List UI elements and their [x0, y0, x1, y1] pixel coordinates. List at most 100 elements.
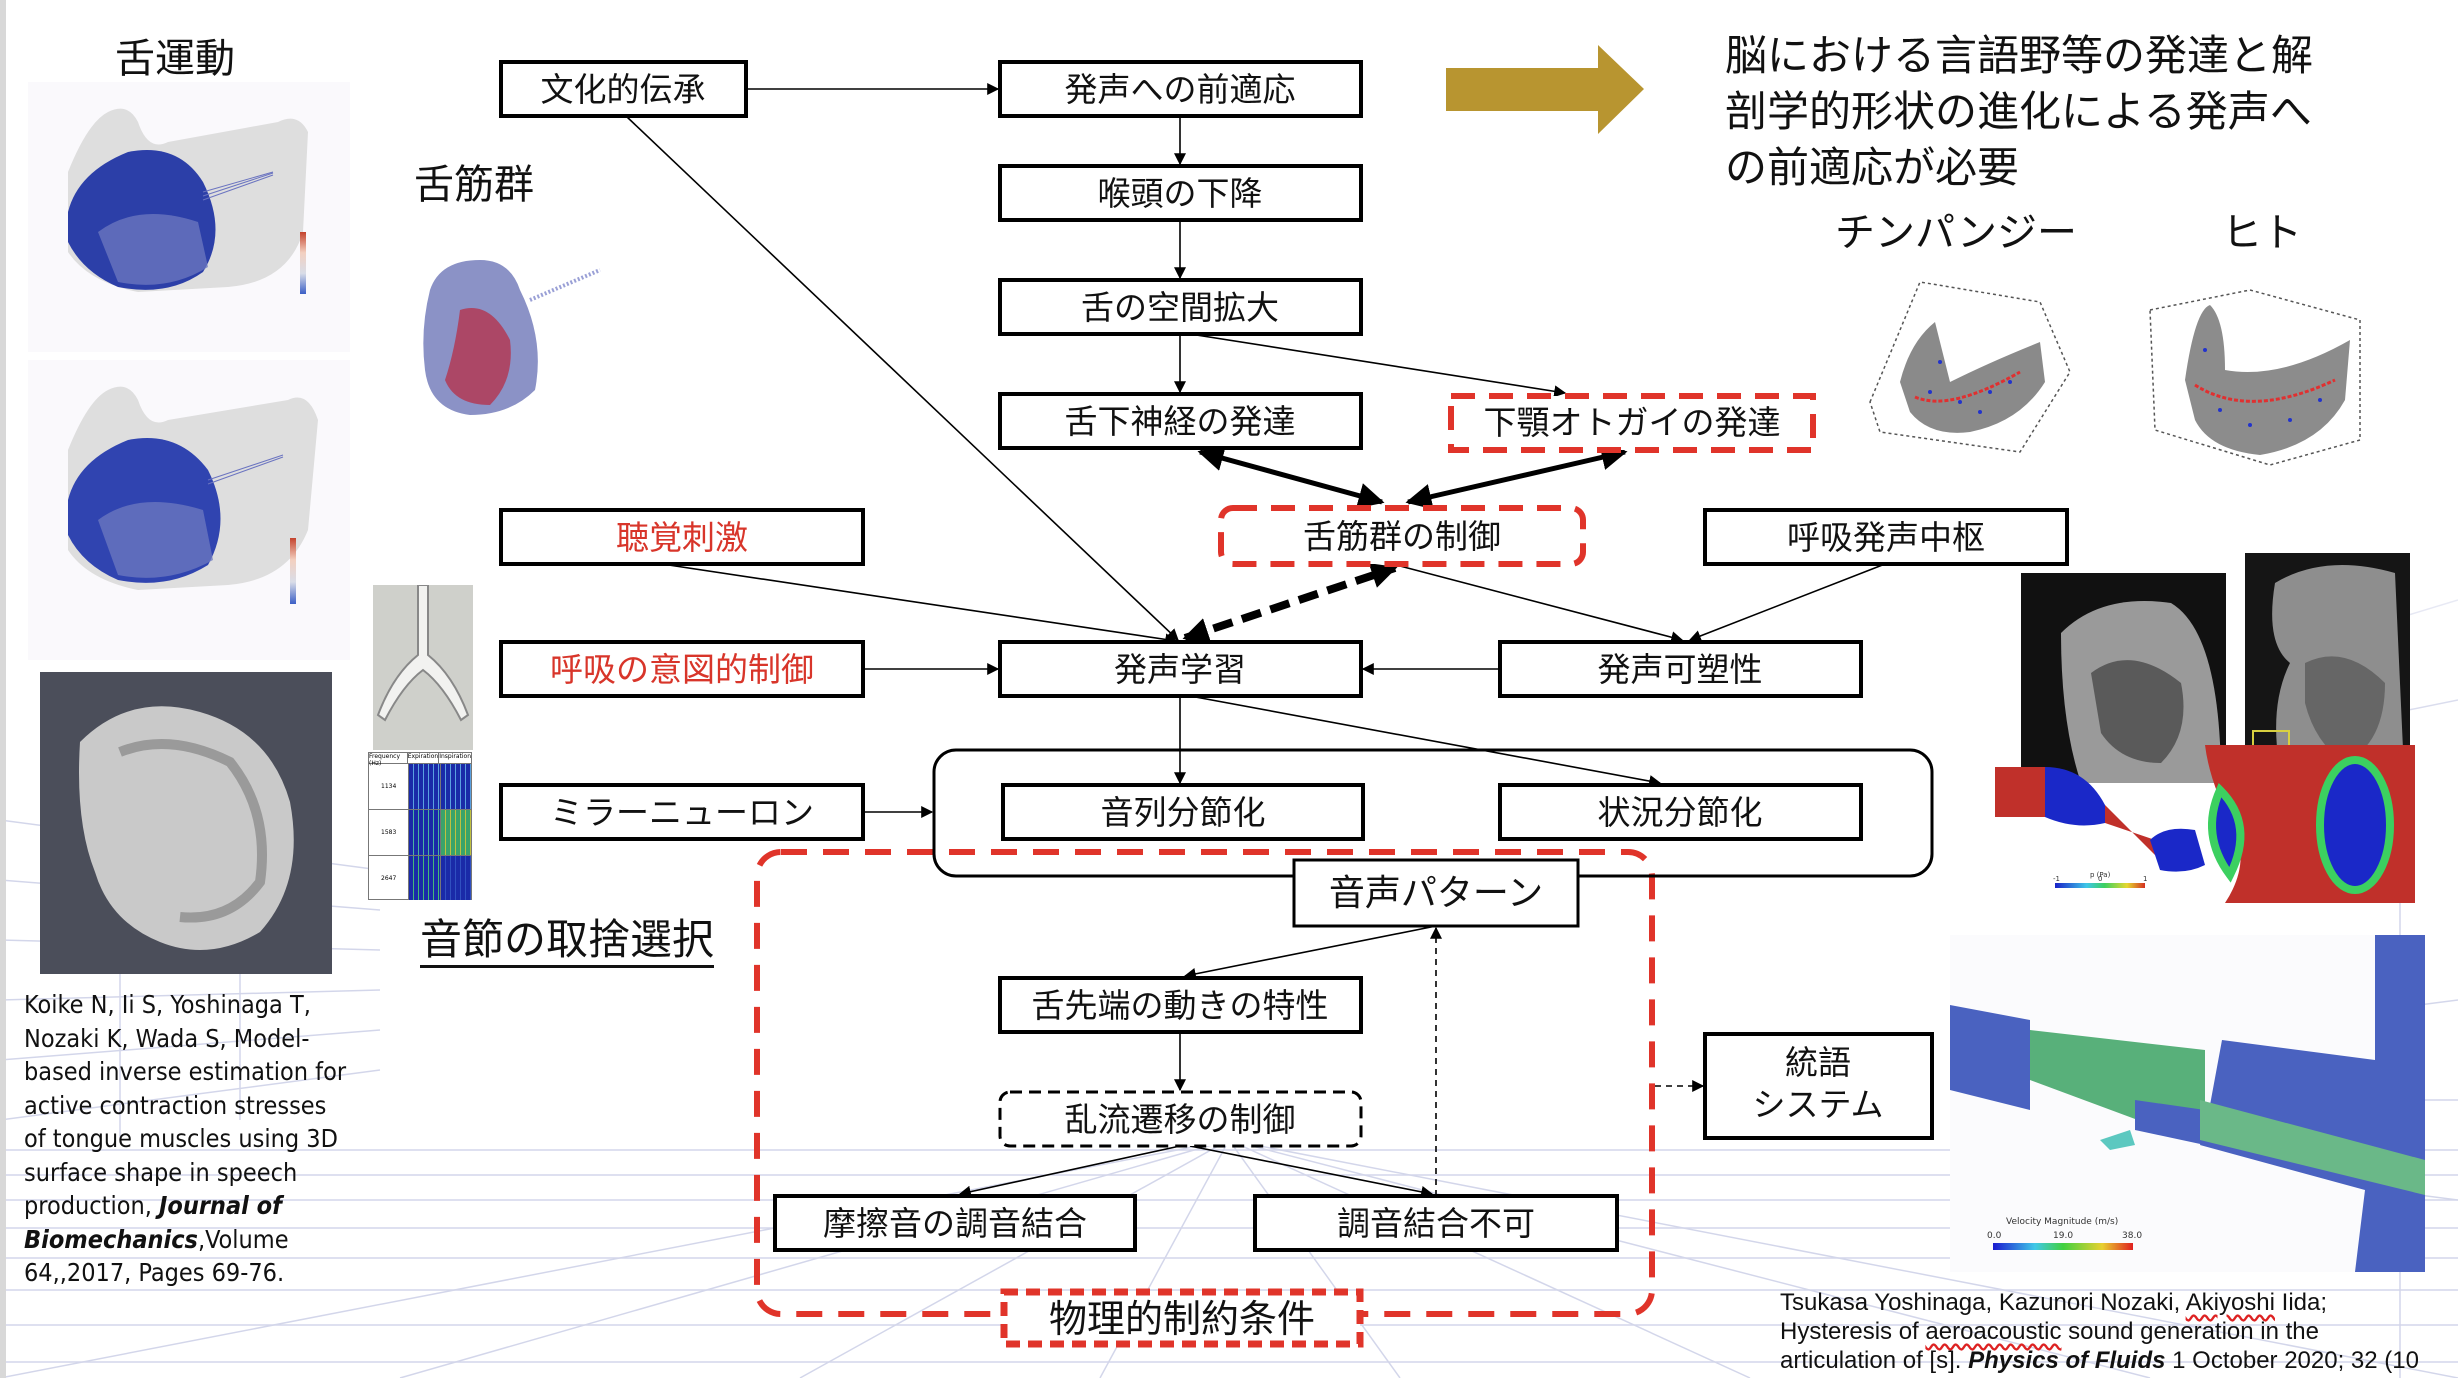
velocity-legend-title: Velocity Magnitude (m/s) [2006, 1217, 2118, 1227]
reference-right-authors: Tsukasa Yoshinaga, Kazunori Nozaki, [1780, 1289, 2186, 1316]
reference-right-journal: Physics of Fluids [1968, 1347, 2166, 1374]
heatmap-cell [409, 810, 441, 855]
chimpanzee-label: チンパンジー [1835, 210, 2077, 256]
table-cell-frequency: 1583 [369, 810, 410, 855]
edge-voicepattern-tipmotion [1183, 925, 1437, 980]
node-chin-box [1448, 393, 1816, 453]
chimpanzee-jaw-image [1840, 262, 2080, 462]
node-plasticity-label: 発声可塑性 [1598, 650, 1763, 689]
pressure-legend-mid: 0 [2098, 875, 2102, 883]
table-row: 1134 [369, 764, 471, 810]
edge-turbulence-fricative [958, 1145, 1181, 1198]
node-preadapt-box [998, 60, 1363, 118]
edge-hypoglossal-tonguectrl [1197, 445, 1385, 509]
reference-right-line-1: Tsukasa Yoshinaga, Kazunori Nozaki, Akiy… [1780, 1288, 2419, 1317]
node-cultural-box [499, 60, 748, 118]
node-seqseg-label: 音列分節化 [1101, 793, 1266, 832]
heatmap-cell [440, 810, 471, 855]
pressure-legend-title: p (Pa) [2090, 871, 2111, 879]
node-preadapt-label: 発声への前適応 [1065, 70, 1296, 109]
node-nocoart-box [1253, 1194, 1619, 1252]
reference-left-journal: Journal of Biomechanics [24, 1191, 282, 1254]
edge-chin-tonguectrl [1405, 444, 1628, 510]
human-label: ヒト [2222, 210, 2302, 256]
node-nocoart-label: 調音結合不可 [1337, 1204, 1535, 1243]
node-voicepattern-box [1292, 858, 1580, 928]
velocity-legend-min: 0.0 [1987, 1231, 2002, 1241]
reference-right-authors-tail: Iida; [2274, 1289, 2328, 1316]
velocity-simulation-image: Velocity Magnitude (m/s) 0.0 19.0 38.0 [1950, 935, 2425, 1272]
table-row: 2647 [369, 856, 471, 900]
heatmap-cell [440, 764, 471, 809]
reference-right-author-spellcheck: Akiyoshi [2185, 1289, 2275, 1316]
right-heading-line-2: 剖学的形状の進化による発声へ [1725, 87, 2312, 136]
edge-turbulence-nocoart [1189, 1145, 1434, 1198]
node-auditory-label: 聴覚刺激 [616, 518, 748, 557]
node-syntax-label-line2: システム [1752, 1085, 1883, 1124]
reference-right-line-2: Hysteresis of aeroacoustic sound generat… [1780, 1317, 2419, 1346]
node-turbulence-label: 乱流遷移の制御 [1065, 1100, 1296, 1139]
pressure-legend-min: -1 [2053, 875, 2060, 883]
node-respintent-label: 呼吸の意図的制御 [550, 650, 814, 689]
gold-right-arrow-icon [1446, 45, 1644, 134]
right-heading-line-1: 脳における言語野等の発達と解 [1725, 31, 2314, 80]
velocity-legend-max: 38.0 [2122, 1231, 2142, 1241]
node-tipmotion-box [998, 976, 1363, 1034]
table-cell-frequency: 1134 [369, 764, 410, 809]
tongue-fem-image-2 [28, 360, 350, 660]
node-tonguectrl-box [1218, 505, 1586, 567]
mri-image-1 [2021, 573, 2226, 783]
edge-auditory-vocallearning [661, 563, 1178, 646]
node-tipmotion-label: 舌先端の動きの特性 [1032, 986, 1329, 1025]
node-seqseg-box [1001, 783, 1365, 841]
node-tonguectrl-label: 舌筋群の制御 [1303, 517, 1501, 556]
node-larynx-label: 喉頭の下降 [1098, 174, 1263, 213]
right-heading: 脳における言語野等の発達と解 剖学的形状の進化による発声へ の前適応が必要 [1725, 28, 2445, 196]
reference-left: Koike N, Ii S, Yoshinaga T, Nozaki K, Wa… [24, 988, 354, 1290]
fem-colorbar-1 [300, 232, 306, 294]
edge-respcenter-plasticity [1688, 563, 1886, 642]
node-larynx-box [998, 164, 1363, 222]
physical-constraint-region [754, 849, 1655, 1317]
node-vocallearning-label: 発声学習 [1114, 650, 1246, 689]
node-vocallearning-box [998, 640, 1363, 698]
reference-right-title-spellcheck: aeroacoustic [1925, 1318, 2062, 1345]
table-header-expiration: Expiration [408, 753, 440, 763]
node-fricative-box [773, 1194, 1137, 1252]
reference-right-title-end: articulation of [s]. [1780, 1347, 1969, 1374]
human-jaw-image [2130, 270, 2380, 470]
node-hypoglossal-label: 舌下神経の発達 [1065, 402, 1296, 441]
node-hypoglossal-box [998, 392, 1363, 450]
table-header-inspiration: Inspiration [439, 753, 471, 760]
syllable-selection-label: 音節の取捨選択 [420, 915, 715, 968]
heatmap-cell [409, 856, 441, 900]
node-syntax-label-line1: 統語 [1785, 1043, 1851, 1082]
frequency-table: Frequency (Hz) Expiration Inspiration 11… [368, 752, 472, 900]
node-tonguespace-label: 舌の空間拡大 [1081, 288, 1279, 327]
trachea-photo [373, 585, 473, 750]
reference-left-volume: ,Volume 64,,2017, Pages 69-76. [24, 1224, 289, 1288]
node-respcenter-label: 呼吸発声中枢 [1787, 518, 1985, 557]
node-voicepattern-label: 音声パターン [1329, 873, 1543, 914]
edge-tonguectrl-plasticity [1399, 565, 1684, 644]
node-respcenter-box [1703, 508, 2069, 566]
edge-vocallearning-tonguectrl [1182, 563, 1398, 643]
node-mirror-label: ミラーニューロン [550, 793, 814, 832]
node-tonguespace-box [998, 278, 1363, 336]
reference-right-title-c: sound generation in the [2061, 1318, 2319, 1345]
fem-colorbar-2 [290, 538, 296, 604]
edge-vocallearning-sitseg [1189, 695, 1662, 787]
reference-right-line-3: articulation of [s]. Physics of Fluids 1… [1780, 1346, 2419, 1375]
node-sitseg-label: 状況分節化 [1598, 793, 1763, 832]
edge-tonguespace-chin [1189, 333, 1567, 398]
node-physical-label: 物理的制約条件 [1049, 1297, 1315, 1341]
pressure-simulation-image: p (Pa) -1 0 1 [1995, 745, 2425, 905]
tongue-muscle-image [400, 230, 620, 430]
node-turbulence-box [998, 1090, 1363, 1148]
right-heading-line-3: の前適応が必要 [1725, 143, 2020, 192]
reference-left-authors: Koike N, Ii S, Yoshinaga T, Nozaki K, Wa… [24, 990, 347, 1220]
tongue-muscles-title: 舌筋群 [414, 162, 534, 208]
node-cultural-label: 文化的伝承 [541, 70, 706, 109]
edge-cultural-vocallearning [625, 115, 1179, 641]
